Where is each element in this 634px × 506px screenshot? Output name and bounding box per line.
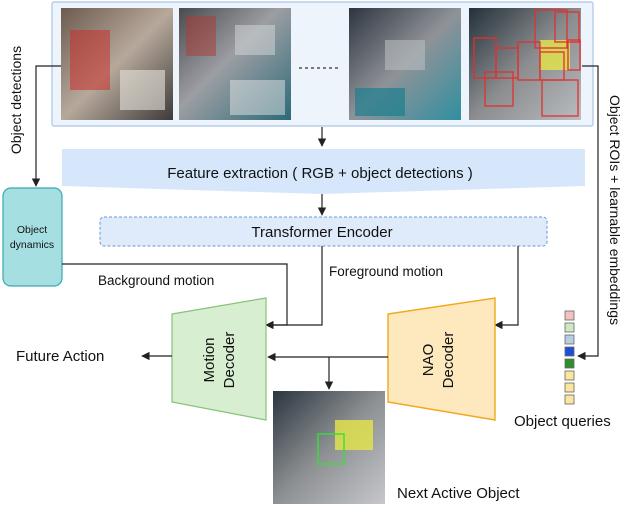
detection-box [484,71,514,107]
object-queries-label: Object queries [514,413,611,430]
svg-text:Feature extraction ( RGB + obj: Feature extraction ( RGB + object detect… [167,165,473,182]
object-rois-label: Object ROIs + learnable embeddings [607,95,623,325]
video-frame-2 [179,8,291,120]
svg-text:NAO: NAO [420,344,437,377]
object-query-token [564,334,575,345]
svg-text:Decoder: Decoder [221,332,238,389]
svg-text:dynamics: dynamics [10,239,54,251]
detection-box [567,39,581,71]
object-query-token [564,358,575,369]
object-query-token [564,322,575,333]
next-active-object-image [273,391,385,504]
nao-decoder-block: NAO Decoder [387,297,496,421]
feature-extraction-block: Feature extraction ( RGB + object detect… [62,149,585,194]
object-dynamics-block: Object dynamics [2,187,63,287]
object-query-token [564,346,575,357]
svg-text:Object: Object [17,224,47,236]
detection-box [534,9,568,49]
future-action-label: Future Action [16,348,104,365]
detections-arrow [31,65,61,187]
encoder-to-nao-arrow [494,246,519,330]
foreground-motion-label: Foreground motion [329,264,443,279]
object-query-token [564,394,575,405]
svg-text:Object ROIs + learnable embedd: Object ROIs + learnable embeddings [607,95,623,325]
detection-box [541,79,579,117]
video-frame-4-detections [469,8,581,120]
video-frame-3 [349,8,461,120]
object-query-token [564,382,575,393]
object-query-token [564,370,575,381]
svg-text:Motion: Motion [201,337,218,382]
object-detections-label: Object detections [8,46,24,154]
foreground-motion-line [266,246,323,326]
transformer-encoder-block: Transformer Encoder [99,216,548,247]
video-frame-1 [61,8,173,120]
svg-text:Transformer Encoder: Transformer Encoder [251,224,392,241]
next-active-object-label: Next Active Object [397,485,520,502]
svg-text:Object detections: Object detections [8,46,24,154]
rois-arrow [577,65,599,361]
svg-text:Decoder: Decoder [440,332,457,389]
object-queries-stack [564,310,575,405]
detection-box [554,11,580,43]
motion-decoder-block: Motion Decoder [171,297,267,421]
background-motion-label: Background motion [98,273,214,288]
object-query-token [564,310,575,321]
